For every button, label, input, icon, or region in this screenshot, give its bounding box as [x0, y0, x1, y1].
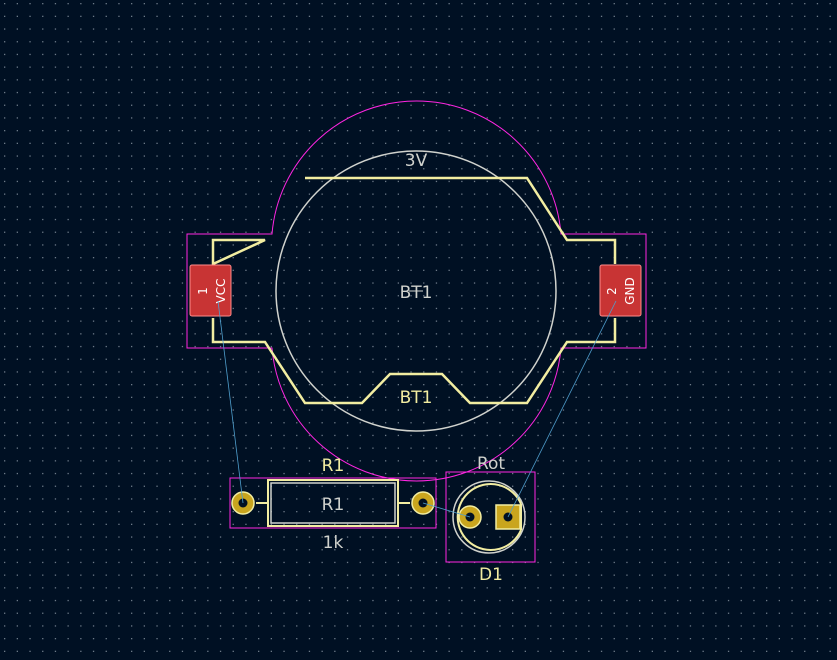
bt1-value-label: 3V [405, 151, 428, 171]
ratsnest [217, 300, 617, 518]
r1-fab-body [270, 482, 396, 524]
d1-fab-outline [452, 480, 526, 554]
bt1-fab-outline [275, 150, 557, 432]
bt1-pad-1-number: 1 [196, 287, 210, 295]
bt1-pad-1-net: VCC [214, 279, 228, 304]
bt1-fab-reference: BT1 [400, 283, 433, 303]
footprint-d1[interactable]: Rot D1 [445, 454, 536, 585]
r1-fab-reference: R1 [322, 495, 345, 515]
bt1-pad-1[interactable]: 1 VCC [189, 264, 232, 317]
ratsnest-gnd-d1 [507, 300, 617, 518]
d1-value-label: Rot [477, 454, 505, 474]
bt1-courtyard [186, 100, 647, 482]
bt1-pad-2[interactable]: 2 GND [599, 264, 642, 317]
d1-courtyard [445, 471, 536, 563]
d1-silk-reference: D1 [479, 565, 503, 585]
grid [4, 3, 831, 652]
d1-silkscreen-outline [456, 483, 522, 551]
d1-pad-2[interactable] [495, 504, 521, 530]
bt1-pad-2-number: 2 [605, 287, 619, 295]
footprint-bt1[interactable]: 1 VCC 2 GND 3V BT1 BT1 [186, 100, 647, 482]
bt1-silkscreen-outline [211, 176, 617, 405]
ratsnest-vcc-r1 [217, 300, 244, 504]
bt1-pad-2-net: GND [623, 277, 637, 305]
footprint-r1[interactable]: R1 R1 1k [229, 456, 437, 553]
r1-value-label: 1k [323, 533, 344, 553]
r1-courtyard [229, 477, 437, 529]
ratsnest-r1-d1 [422, 502, 471, 518]
r1-silk-reference: R1 [322, 456, 345, 476]
bt1-silk-reference: BT1 [400, 388, 433, 408]
